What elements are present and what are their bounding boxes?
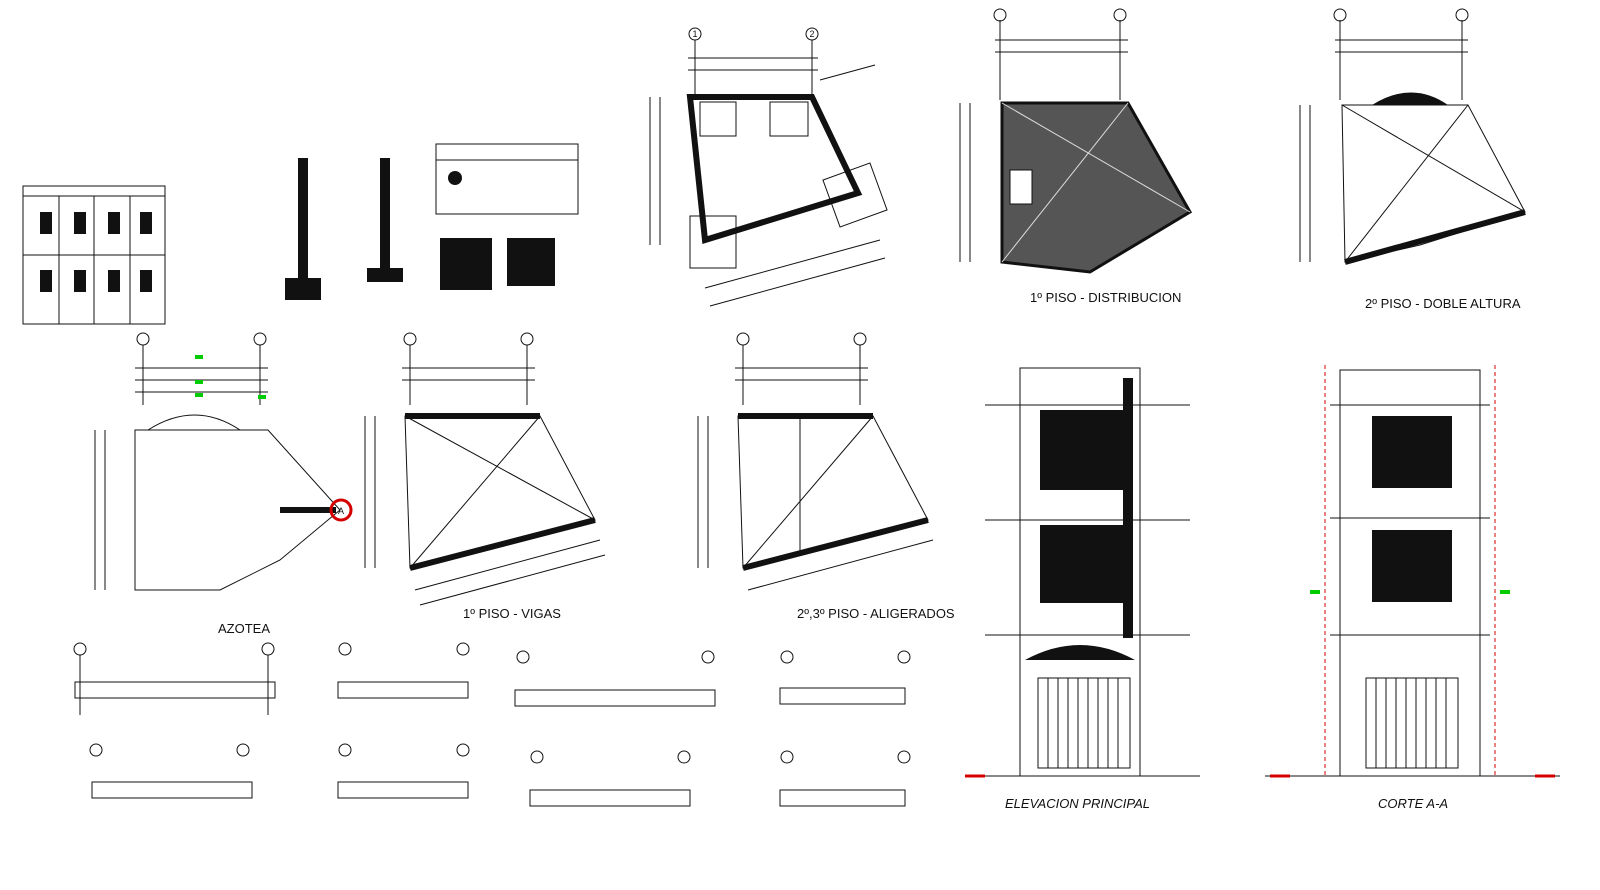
first-floor-distribution-plan: 1º PISO - DISTRIBUCION [959,8,1193,305]
axis-mark-1: 1 [692,29,697,39]
column-details [285,143,579,300]
second-third-floor-slabs-plan: 2º,3º PISO - ALIGERADOS [697,332,955,621]
window-detail-table [22,185,166,325]
second-floor-double-height-plan: 2º PISO - DOBLE ALTURA [1299,8,1526,311]
axis-mark-2: 2 [809,29,814,39]
first-floor-beams-plan: 1º PISO - VIGAS [364,332,606,621]
main-elevation: ELEVACION PRINCIPAL [965,367,1200,811]
label-elevacion-principal: ELEVACION PRINCIPAL [1005,796,1150,811]
label-2-piso-doble-altura: 2º PISO - DOBLE ALTURA [1365,296,1521,311]
label-azotea: AZOTEA [218,621,270,636]
section-a-a: CORTE A-A [1265,365,1560,811]
label-1-piso-vigas: 1º PISO - VIGAS [463,606,561,621]
label-2-3-piso-aligerados: 2º,3º PISO - ALIGERADOS [797,606,955,621]
label-corte-a-a: CORTE A-A [1378,796,1448,811]
foundation-plan: 1 2 [649,27,888,307]
label-1-piso-distribucion: 1º PISO - DISTRIBUCION [1030,290,1181,305]
roof-plan: A AZOTEA [94,332,353,636]
beam-details [73,642,911,807]
section-marker-a: A [338,506,344,516]
